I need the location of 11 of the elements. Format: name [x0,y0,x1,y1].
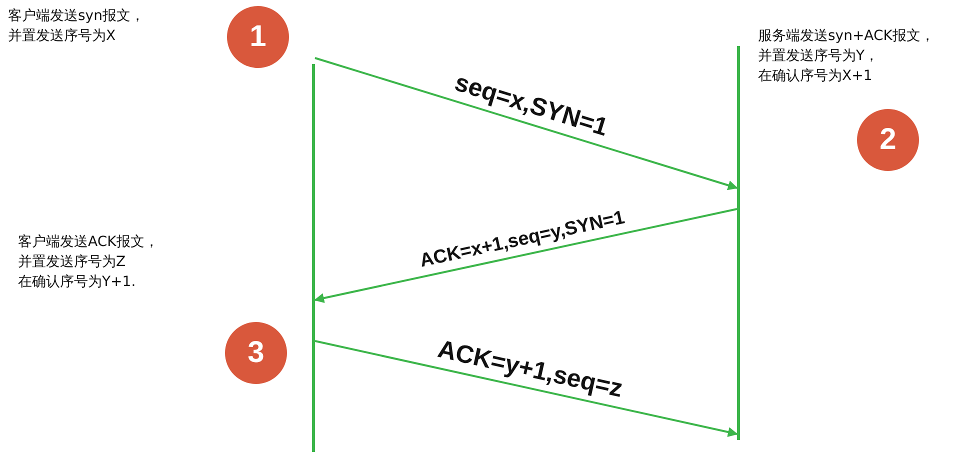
numbered-circle: 1 [227,6,289,68]
numbered-circle: 3 [225,322,287,384]
arrow [314,340,738,437]
arrow [314,208,738,303]
arrow [314,57,738,190]
annotation-text: 客户端发送syn报文，并置发送序号为X [8,7,144,46]
lifeline [737,46,740,440]
annotation-text: 客户端发送ACK报文，并置发送序号为Z在确认序号为Y+1. [18,233,158,292]
numbered-circle: 2 [857,109,919,171]
annotation-text: 服务端发送syn+ACK报文，并置发送序号为Y，在确认序号为X+1 [758,27,934,86]
lifeline [312,64,315,452]
